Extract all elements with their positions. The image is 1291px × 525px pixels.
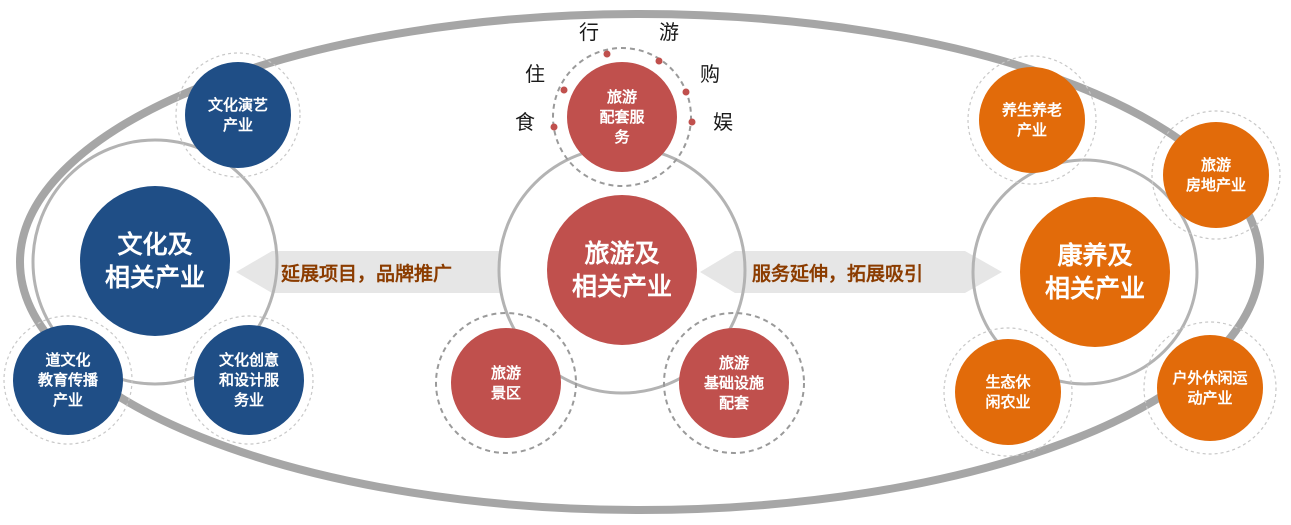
culture-main-node: 文化及 相关产业 [80, 186, 230, 336]
wellness-ring [971, 158, 1199, 386]
culture-education-node: 道文化 教育传播 产业 [13, 325, 123, 435]
halo-performing [175, 52, 301, 178]
left-link-label: 延展项目，品牌推广 [281, 263, 453, 285]
halo-outdoor [1143, 321, 1277, 455]
aspect-dot [688, 118, 696, 126]
tourism-service-node: 旅游 配套服 务 [567, 62, 677, 172]
aspect-sightseeing: 游 [659, 20, 679, 44]
tourism-infrastructure-node: 旅游 基础设施 配套 [679, 328, 789, 438]
culture-performing-node: 文化演艺 产业 [185, 62, 291, 168]
aspect-dot [550, 123, 558, 131]
tourism-main-node: 旅游及 相关产业 [547, 195, 697, 345]
wellness-agriculture-node: 生态休 闲农业 [955, 339, 1061, 445]
aspect-entertainment: 娱 [713, 110, 733, 134]
halo-agriculture [943, 327, 1073, 457]
tourism-scenic-node: 旅游 景区 [451, 328, 561, 438]
halo-elderly [967, 55, 1097, 185]
wellness-realestate-node: 旅游 房地产业 [1163, 122, 1269, 228]
halo-realestate [1151, 110, 1281, 240]
wellness-main-node: 康养及 相关产业 [1020, 197, 1170, 347]
right-link-label: 服务延伸，拓展吸引 [752, 263, 924, 285]
right-arrow-banner [700, 251, 1002, 293]
wellness-outdoor-node: 户外休闲运 动产业 [1157, 335, 1263, 441]
culture-ring [31, 138, 279, 386]
aspect-dot [682, 88, 690, 96]
halo-education [3, 315, 133, 445]
aspect-food: 食 [515, 110, 535, 134]
aspect-dot [655, 57, 663, 65]
wellness-elderly-node: 养生养老 产业 [979, 67, 1085, 173]
halo-design [184, 315, 314, 445]
aspect-dot [560, 86, 568, 94]
aspect-travel: 行 [579, 20, 599, 44]
halo-scenic [435, 312, 577, 454]
aspect-dot [603, 50, 611, 58]
halo-service [552, 47, 692, 187]
aspect-lodging: 住 [525, 62, 545, 86]
aspect-shopping: 购 [700, 62, 720, 86]
left-arrow-banner [236, 251, 500, 293]
outer-ellipse [16, 10, 1264, 514]
halo-infrastructure [663, 312, 805, 454]
culture-design-node: 文化创意 和设计服 务业 [194, 325, 304, 435]
